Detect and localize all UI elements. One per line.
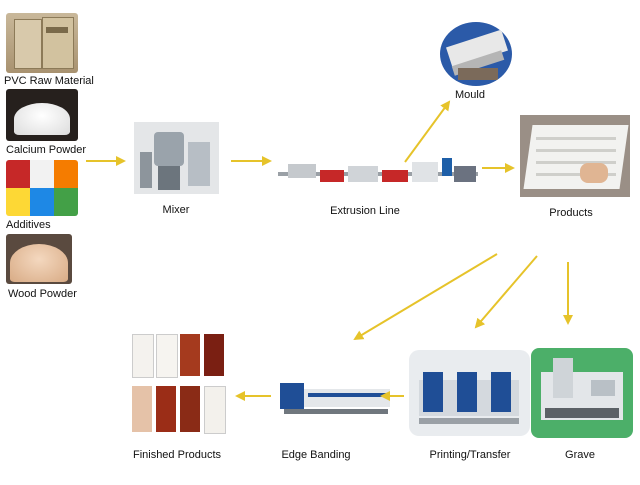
mould-label: Mould (455, 89, 485, 101)
arrow-products-to-printing (474, 255, 538, 329)
printing-machine-image (409, 350, 530, 436)
wood-powder-image (6, 234, 72, 284)
cnc-engraving-machine-image (531, 348, 633, 438)
arrow-extrusion-to-mould (404, 100, 451, 163)
extrusion-line-image (278, 156, 478, 192)
products-label: Products (549, 207, 593, 219)
grave-label: Grave (565, 449, 595, 461)
raw-material-label-additives: Additives (6, 219, 51, 231)
doors-image (130, 330, 230, 436)
arrow-products-to-finished (353, 253, 498, 341)
calcium-powder-image (6, 89, 78, 141)
extrusion-line-label: Extrusion Line (330, 205, 400, 217)
raw-material-label-calcium: Calcium Powder (6, 144, 87, 156)
mixer-machine-image (134, 122, 219, 194)
raw-material-label-pvc: PVC Raw Material (4, 75, 94, 87)
printing-transfer-label: Printing/Transfer (429, 449, 511, 461)
pvc-panel-image (520, 115, 630, 197)
finished-products-label: Finished Products (132, 449, 222, 461)
edge-banding-label: Edge Banding (281, 449, 351, 461)
pvc-bag-image (6, 13, 78, 73)
additives-granules-image (6, 160, 78, 216)
raw-material-label-wood: Wood Powder (8, 288, 77, 300)
mould-image (440, 22, 512, 86)
edge-banding-machine-image (278, 377, 396, 417)
mixer-label: Mixer (162, 204, 190, 216)
